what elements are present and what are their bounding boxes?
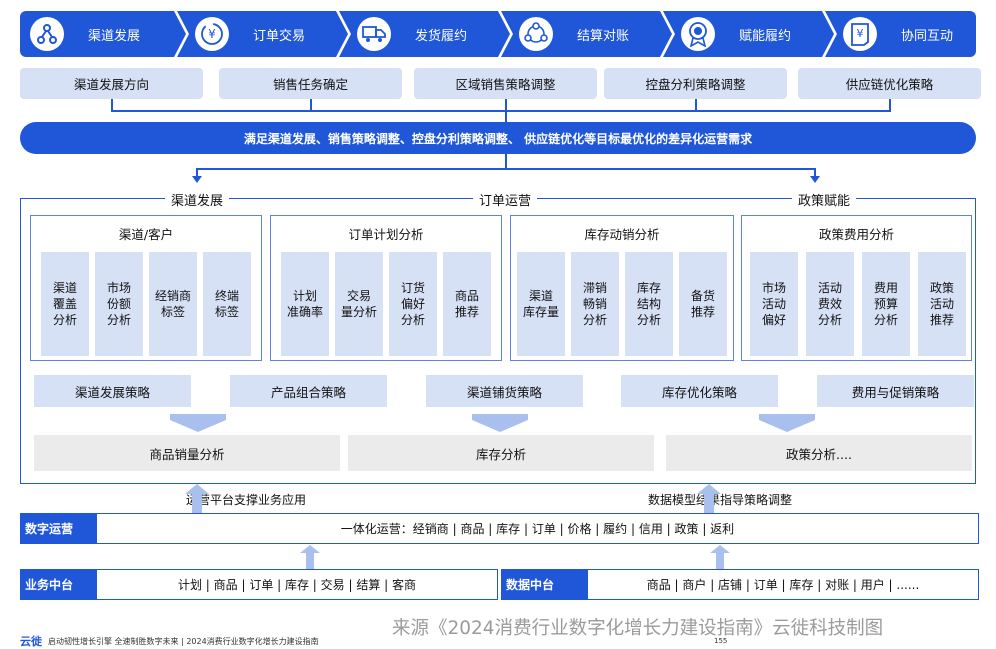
funnel-arrow-icon xyxy=(472,414,528,432)
digital-ops-row: 数字运营 一体化运营：经销商 | 商品 | 库存 | 订单 | 价格 | 履约 … xyxy=(20,513,979,544)
strategy-inventory: 库存优化策略 xyxy=(621,375,778,407)
source-caption: 来源《2024消费行业数字化增长力建设指南》云徙科技制图 xyxy=(392,618,884,639)
step-label: 发货履约 xyxy=(415,28,468,44)
analysis-sales: 商品销量分析 xyxy=(34,435,340,471)
step-settlement: 结算对账 xyxy=(501,11,672,57)
connector-line xyxy=(695,99,697,111)
step-channel-development: 渠道发展 xyxy=(20,11,186,57)
strategy-channel: 渠道发展策略 xyxy=(34,375,191,407)
yen-coin-icon: ¥ xyxy=(195,17,229,51)
connector-line xyxy=(505,154,507,168)
goal-sales-task: 销售任务确定 xyxy=(219,68,402,99)
panel-order-plan: 订单计划分析 计划准确率 交易量分析 订货偏好分析 商品推荐 xyxy=(270,215,502,361)
panel-title: 政策费用分析 xyxy=(818,227,894,242)
note-data-guide: 数据模型结果指导策略调整 xyxy=(648,493,793,507)
strategy-distribution: 渠道铺货策略 xyxy=(426,375,583,407)
step-empower: 赋能履约 xyxy=(663,11,834,57)
step-label: 结算对账 xyxy=(577,28,630,44)
card-budget: 费用预算分析 xyxy=(862,252,910,356)
card-activity-preference: 市场活动偏好 xyxy=(750,252,798,356)
connector-line xyxy=(111,110,891,112)
card-slow-fast: 滞销畅销分析 xyxy=(571,252,619,356)
data-platform-text: 商品 | 商户 | 店铺 | 订单 | 库存 | 对账 | 用户 | .....… xyxy=(646,578,920,592)
panel-title: 订单计划分析 xyxy=(348,227,424,242)
card-stock-recommend: 备货推荐 xyxy=(679,252,727,356)
funnel-arrow-icon xyxy=(170,414,226,432)
strategy-product-mix: 产品组合策略 xyxy=(230,375,387,407)
card-distributor: 经销商标签 xyxy=(149,252,197,356)
card-stock-structure: 库存结构分析 xyxy=(625,252,673,356)
connector-line xyxy=(111,99,113,111)
network-icon xyxy=(30,17,64,51)
brand-logo: 云徙 xyxy=(20,635,42,648)
connector-line xyxy=(889,99,891,111)
business-platform-text: 计划 | 商品 | 订单 | 库存 | 交易 | 结算 | 客商 xyxy=(177,578,417,592)
step-label: 渠道发展 xyxy=(88,28,141,44)
strategy-promotion: 费用与促销策略 xyxy=(817,375,974,407)
step-collaboration: ¥ 协同互动 xyxy=(825,11,976,57)
step-label: 赋能履约 xyxy=(739,28,792,44)
arrow-up-icon xyxy=(300,545,320,569)
card-trade-volume: 交易量分析 xyxy=(335,252,383,356)
note-platform-support: 运营平台支撑业务应用 xyxy=(186,493,307,507)
card-order-preference: 订货偏好分析 xyxy=(389,252,437,356)
yen-document-icon: ¥ xyxy=(843,17,877,51)
card-activity-efficiency: 活动费效分析 xyxy=(806,252,854,356)
card-plan-accuracy: 计划准确率 xyxy=(281,252,329,356)
business-platform-tag: 业务中台 xyxy=(21,570,97,599)
card-policy-recommend: 政策活动推荐 xyxy=(918,252,966,356)
step-delivery: 发货履约 xyxy=(339,11,510,57)
connector-line xyxy=(814,168,816,178)
funnel-arrow-icon xyxy=(759,414,815,432)
goal-control-strategy: 控盘分利策略调整 xyxy=(604,68,787,99)
panel-policy-cost: 政策费用分析 市场活动偏好 活动费效分析 费用预算分析 政策活动推荐 xyxy=(741,215,972,361)
award-icon xyxy=(681,17,715,51)
card-product-recommend: 商品推荐 xyxy=(443,252,491,356)
panel-inventory: 库存动销分析 渠道库存量 滞销畅销分析 库存结构分析 备货推荐 xyxy=(510,215,734,361)
goal-supply-chain: 供应链优化策略 xyxy=(798,68,981,99)
footer-text: 启动韧性增长引擎 全速制胜数字未来 | 2024消费行业数字化增长力建设指南 xyxy=(48,636,319,646)
connector-line xyxy=(196,168,816,170)
digital-ops-tag: 数字运营 xyxy=(21,514,97,543)
panel-channel-customer: 渠道/客户 渠道覆盖分析 市场份额分析 经销商标签 终端标签 xyxy=(30,215,262,361)
card-coverage: 渠道覆盖分析 xyxy=(41,252,89,356)
data-platform-tag: 数据中台 xyxy=(502,570,588,599)
arrow-down-icon xyxy=(192,176,202,183)
panel-title: 渠道/客户 xyxy=(118,227,174,242)
business-platform-row: 业务中台 计划 | 商品 | 订单 | 库存 | 交易 | 结算 | 客商 xyxy=(20,569,498,600)
arrow-up-icon xyxy=(697,484,721,514)
data-platform-row: 数据中台 商品 | 商户 | 店铺 | 订单 | 库存 | 对账 | 用户 | … xyxy=(501,569,979,600)
truck-icon xyxy=(357,17,391,51)
digital-ops-text: 一体化运营：经销商 | 商品 | 库存 | 订单 | 价格 | 履约 | 信用 … xyxy=(340,522,735,536)
goal-regional-strategy: 区域销售策略调整 xyxy=(414,68,597,99)
card-channel-stock: 渠道库存量 xyxy=(517,252,565,356)
svg-text:¥: ¥ xyxy=(208,27,216,41)
arrow-down-icon xyxy=(810,176,820,183)
footer: 云徙 启动韧性增长引擎 全速制胜数字未来 | 2024消费行业数字化增长力建设指… xyxy=(20,633,319,649)
page-number: 155 xyxy=(714,637,728,645)
card-terminal: 终端标签 xyxy=(203,252,251,356)
section-order: 订单运营 xyxy=(473,190,538,209)
arrow-up-icon xyxy=(185,484,209,514)
analysis-policy: 政策分析.... xyxy=(666,435,972,471)
card-share: 市场份额分析 xyxy=(95,252,143,356)
goal-banner: 满足渠道发展、销售策略调整、控盘分利策略调整、 供应链优化等目标最优化的差异化运… xyxy=(20,122,976,154)
arrow-up-icon xyxy=(710,545,730,569)
analysis-inventory: 库存分析 xyxy=(348,435,654,471)
panel-title: 库存动销分析 xyxy=(584,227,660,242)
section-channel: 渠道发展 xyxy=(165,190,230,209)
connector-line xyxy=(196,168,198,178)
svg-text:¥: ¥ xyxy=(857,27,864,40)
connector-line xyxy=(310,99,312,111)
section-policy: 政策赋能 xyxy=(792,190,857,209)
goal-channel-direction: 渠道发展方向 xyxy=(20,68,203,99)
people-circle-icon xyxy=(519,17,553,51)
step-label: 订单交易 xyxy=(253,28,306,44)
step-order-trade: ¥ 订单交易 xyxy=(177,11,348,57)
step-label: 协同互动 xyxy=(901,28,954,44)
